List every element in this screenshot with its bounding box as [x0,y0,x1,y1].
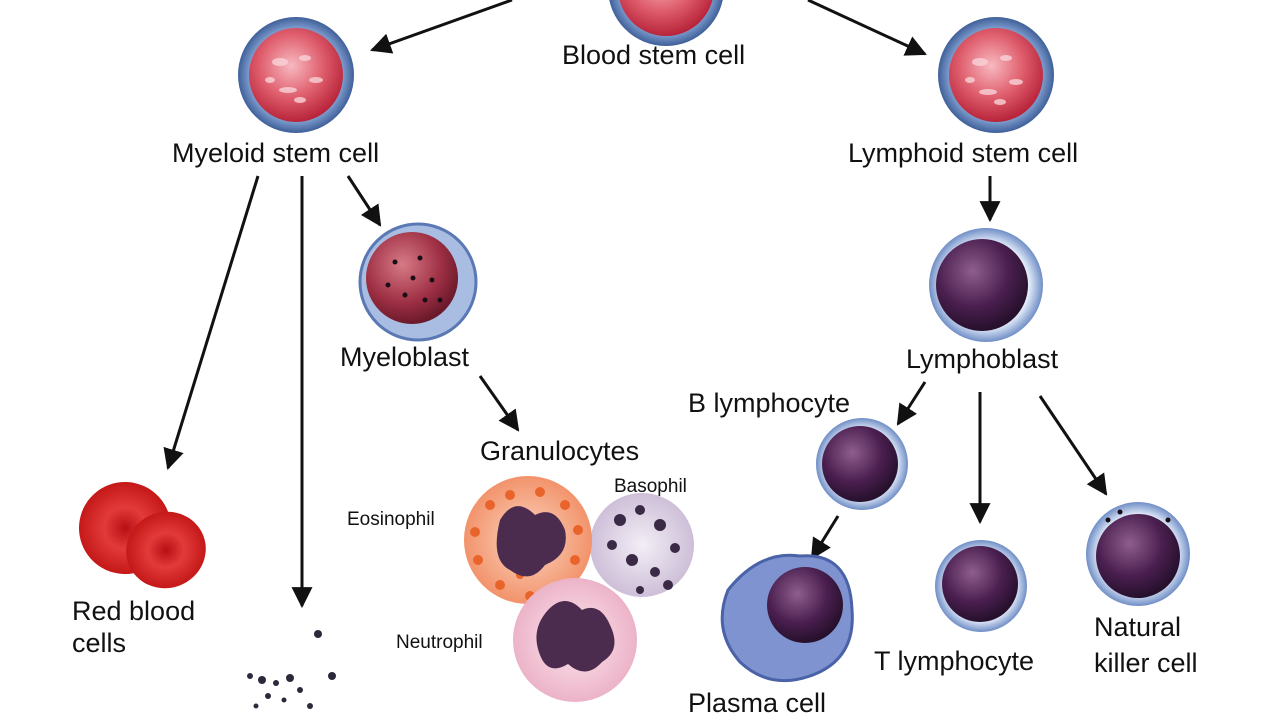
myeloid-stem-cell-label: Myeloid stem cell [172,138,380,168]
red-blood-cells-image [79,482,206,589]
myeloblast-label: Myeloblast [340,342,470,372]
eosinophil-label: Eosinophil [347,509,435,530]
arrows [163,0,1108,609]
red-blood-cells-label-line2: cells [72,628,127,658]
t-lymphocyte-image [935,540,1027,632]
myeloid-stem-cell-image [238,17,354,133]
natural-killer-label-line2: killer cell [1094,648,1198,678]
basophil-label: Basophil [614,476,687,497]
granulocytes-label: Granulocytes [480,436,640,466]
arrow-lymphoblast-to-b [896,381,927,426]
arrow-stem-to-myeloid [370,0,513,54]
arrow-myeloid-to-rbc [163,175,260,471]
plasma-cell-image [720,553,854,683]
plasma-cell-label: Plasma cell [688,688,827,718]
lymphoid-stem-cell-label: Lymphoid stem cell [848,138,1079,168]
b-lymphocyte-image [816,418,908,510]
arrow-b-to-plasma [810,515,840,560]
blood-stem-cell-image [609,0,723,46]
platelets-image [247,630,336,709]
arrow-myeloblast-to-granulocytes [478,375,520,432]
blood-stem-cell-label: Blood stem cell [562,40,746,70]
lymphoblast-label: Lymphoblast [906,344,1059,374]
lymphoid-stem-cell-image [938,17,1054,133]
b-lymphocyte-label: B lymphocyte [688,388,851,418]
neutrophil-label: Neutrophil [396,632,483,653]
arrow-lymphoblast-to-nk [1038,395,1108,496]
red-blood-cells-label-line1: Red blood [72,596,196,626]
t-lymphocyte-label: T lymphocyte [874,646,1035,676]
arrow-stem-to-lymphoid [807,0,927,56]
arrow-myeloid-to-myeloblast [346,175,382,227]
myeloblast-image [358,222,478,342]
natural-killer-label-line1: Natural [1094,612,1182,642]
natural-killer-cell-image [1086,502,1190,606]
lymphoblast-image [929,228,1043,342]
granulocytes-image [464,476,694,702]
